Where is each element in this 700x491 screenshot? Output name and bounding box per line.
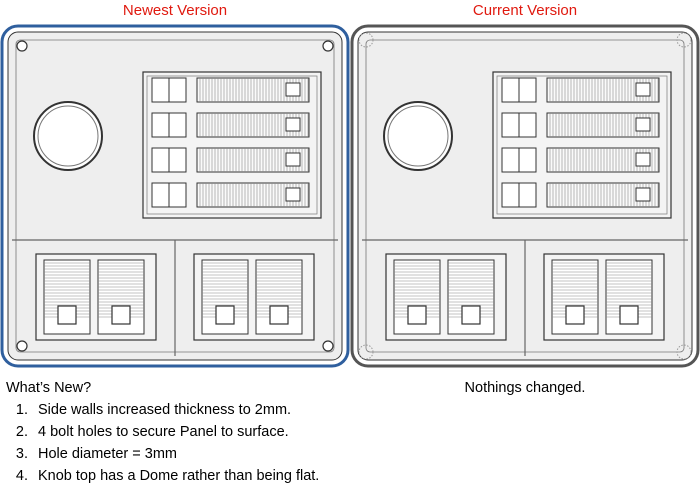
nothing-changed-text: Nothings changed.	[464, 380, 586, 396]
newest-version-render	[0, 24, 350, 373]
slider-knob	[285, 82, 301, 97]
bolt-hole	[16, 340, 28, 352]
rocker-switch-pair	[35, 253, 157, 341]
slider-knob	[635, 82, 651, 97]
bolt-hole	[16, 40, 28, 52]
slider-knob	[285, 152, 301, 167]
current-version-render	[350, 24, 700, 373]
whats-new-title: What’s New?	[6, 380, 92, 396]
rocker-knob	[407, 305, 427, 325]
slider-track	[196, 147, 310, 173]
whats-new-notes: What’s New? Side walls increased thickne…	[6, 377, 319, 487]
rocker-knob	[619, 305, 639, 325]
slider-knob	[635, 117, 651, 132]
rocker-switch-pair	[543, 253, 665, 341]
round-window	[33, 101, 103, 171]
rocker-switch-pair	[193, 253, 315, 341]
whats-new-item: Knob top has a Dome rather than being fl…	[32, 465, 319, 487]
slider-knob	[635, 152, 651, 167]
whats-new-item: 4 bolt holes to secure Panel to surface.	[32, 421, 319, 443]
rocker-knob	[461, 305, 481, 325]
slider-track	[196, 112, 310, 138]
slider-knob	[285, 117, 301, 132]
whats-new-list: Side walls increased thickness to 2mm. 4…	[6, 399, 319, 487]
corner-fillet	[676, 32, 692, 48]
rocker-knob	[57, 305, 77, 325]
rocker-knob	[565, 305, 585, 325]
corner-fillet	[358, 32, 374, 48]
newest-version-heading: Newest Version	[122, 2, 228, 19]
switch-block	[142, 71, 322, 219]
corner-fillet	[358, 344, 374, 360]
bolt-hole	[322, 40, 334, 52]
whats-new-item: Hole diameter = 3mm	[32, 443, 319, 465]
slider-knob	[635, 187, 651, 202]
slider-track	[546, 182, 660, 208]
switch-block	[492, 71, 672, 219]
rocker-switch-pair	[385, 253, 507, 341]
round-window	[383, 101, 453, 171]
bolt-hole	[322, 340, 334, 352]
rocker-knob	[269, 305, 289, 325]
whats-new-item: Side walls increased thickness to 2mm.	[32, 399, 319, 421]
rocker-knob	[111, 305, 131, 325]
rocker-knob	[215, 305, 235, 325]
current-version-heading: Current Version	[472, 2, 578, 19]
slider-knob	[285, 187, 301, 202]
corner-fillet	[676, 344, 692, 360]
